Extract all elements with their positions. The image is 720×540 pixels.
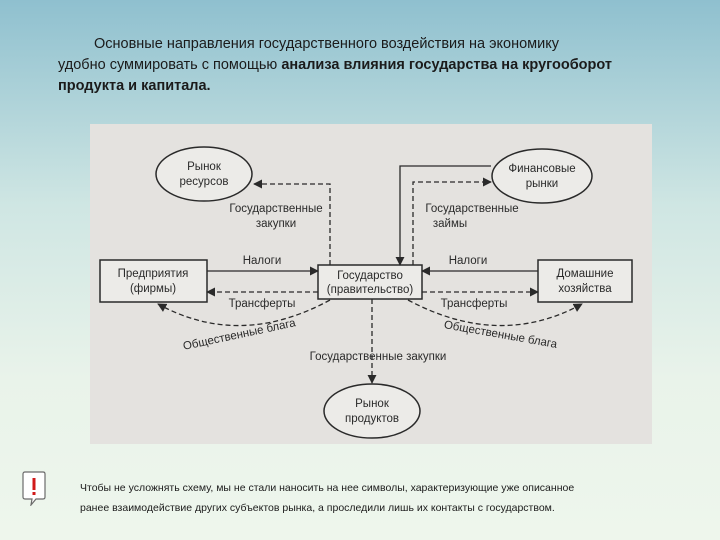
label-taxes-left: Налоги bbox=[243, 255, 282, 267]
government-node bbox=[317, 264, 423, 300]
flow-public-goods-firms bbox=[157, 299, 331, 327]
label-gov-loans-1: Государственные bbox=[425, 203, 518, 215]
label-taxes-right: Налоги bbox=[449, 255, 488, 267]
label-gov-purchases-bottom: Государственные закупки bbox=[310, 351, 447, 363]
label-gov-loans-2: займы bbox=[433, 218, 467, 230]
intro-text: Основные направления государственного во… bbox=[58, 34, 678, 97]
diagram-image: Рынок ресурсов Финансовые рынки Предприя… bbox=[90, 124, 652, 444]
flow-gov-loans-return bbox=[412, 177, 492, 265]
financial-markets-node bbox=[491, 148, 593, 204]
resource-market-label-2: ресурсов bbox=[180, 176, 229, 188]
product-market-label-2: продуктов bbox=[345, 413, 399, 425]
resource-market-label-1: Рынок bbox=[187, 161, 222, 173]
note-text: Чтобы не усложнять схему, мы не стали на… bbox=[80, 478, 710, 518]
resource-market-node bbox=[155, 146, 253, 202]
exclamation-icon bbox=[22, 470, 46, 508]
note-line-1: Чтобы не усложнять схему, мы не стали на… bbox=[80, 482, 575, 494]
firms-label-2: (фирмы) bbox=[130, 283, 176, 295]
circular-flow-diagram: Рынок ресурсов Финансовые рынки Предприя… bbox=[99, 146, 633, 439]
label-gov-purchases-top-1: Государственные bbox=[229, 203, 322, 215]
intro-line-2: удобно суммировать с помощью анализа вли… bbox=[58, 57, 612, 73]
note-line-2: ранее взаимодействие других субъектов ры… bbox=[80, 502, 555, 514]
flow-gov-purchases-resources bbox=[253, 179, 331, 265]
households-node bbox=[537, 259, 633, 303]
label-public-goods-left: Общественные блага bbox=[182, 317, 297, 353]
households-label-1: Домашние bbox=[556, 268, 613, 280]
financial-markets-label-1: Финансовые bbox=[508, 163, 575, 175]
flow-gov-loans bbox=[395, 165, 491, 266]
label-transfers-left: Трансферты bbox=[229, 298, 296, 310]
product-market-node bbox=[323, 383, 421, 439]
label-gov-purchases-top-2: закупки bbox=[256, 218, 296, 230]
financial-markets-label-2: рынки bbox=[526, 178, 558, 190]
flow-public-goods-households bbox=[407, 299, 583, 327]
intro-line-3: продукта и капитала. bbox=[58, 78, 211, 94]
label-public-goods-right: Общественные блага bbox=[443, 319, 559, 351]
firms-label-1: Предприятия bbox=[118, 268, 189, 280]
government-label-1: Государство bbox=[337, 270, 403, 282]
households-label-2: хозяйства bbox=[558, 283, 612, 295]
government-label-2: (правительство) bbox=[327, 284, 414, 296]
firms-node bbox=[99, 259, 208, 303]
intro-line-1: Основные направления государственного во… bbox=[94, 36, 559, 52]
label-transfers-right: Трансферты bbox=[441, 298, 508, 310]
product-market-label-1: Рынок bbox=[355, 398, 390, 410]
